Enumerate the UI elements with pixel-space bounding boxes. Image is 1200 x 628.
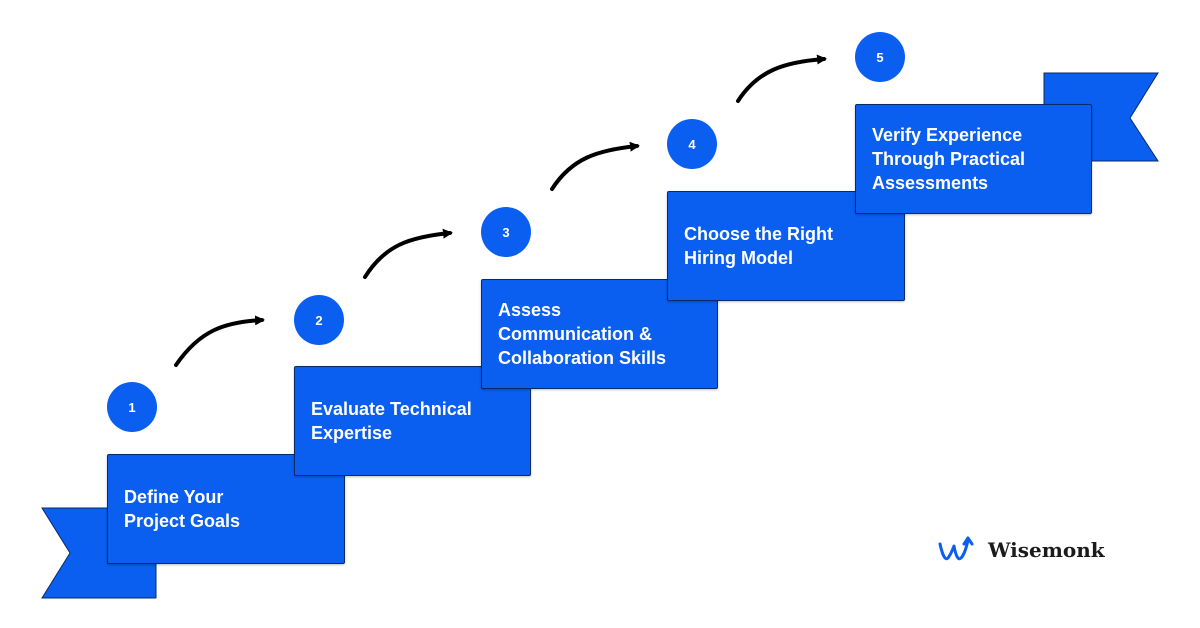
- step-number-1: 1: [107, 382, 157, 432]
- step-number-5-text: 5: [876, 49, 884, 65]
- step-number-5: 5: [855, 32, 905, 82]
- step-box-2: Evaluate Technical Expertise: [294, 366, 531, 476]
- step-number-3-text: 3: [502, 224, 510, 240]
- step-label-3: Assess Communication & Collaboration Ski…: [498, 300, 667, 368]
- step-number-2: 2: [294, 295, 344, 345]
- arrow-1-to-2: [174, 315, 265, 367]
- step-number-3: 3: [481, 207, 531, 257]
- wisemonk-logo-icon: [938, 536, 974, 561]
- step-label-5: Verify Experience Through Practical Asse…: [872, 125, 1026, 193]
- brand-name: Wisemonk: [988, 538, 1105, 562]
- arrow-4-to-5: [736, 54, 827, 103]
- step-number-4-text: 4: [688, 136, 696, 152]
- step-label-4: Choose the Right Hiring Model: [684, 224, 833, 268]
- step-label-2: Evaluate Technical Expertise: [311, 399, 472, 443]
- brand-logo: Wisemonk: [938, 530, 1105, 570]
- step-label-1: Define Your Project Goals: [124, 487, 241, 531]
- arrow-2-to-3: [363, 228, 453, 279]
- step-number-4: 4: [667, 119, 717, 169]
- step-box-5: Verify Experience Through Practical Asse…: [855, 104, 1092, 214]
- arrow-3-to-4: [550, 141, 640, 191]
- step-box-3: Assess Communication & Collaboration Ski…: [481, 279, 718, 389]
- step-number-1-text: 1: [128, 399, 136, 415]
- step-number-2-text: 2: [315, 312, 323, 328]
